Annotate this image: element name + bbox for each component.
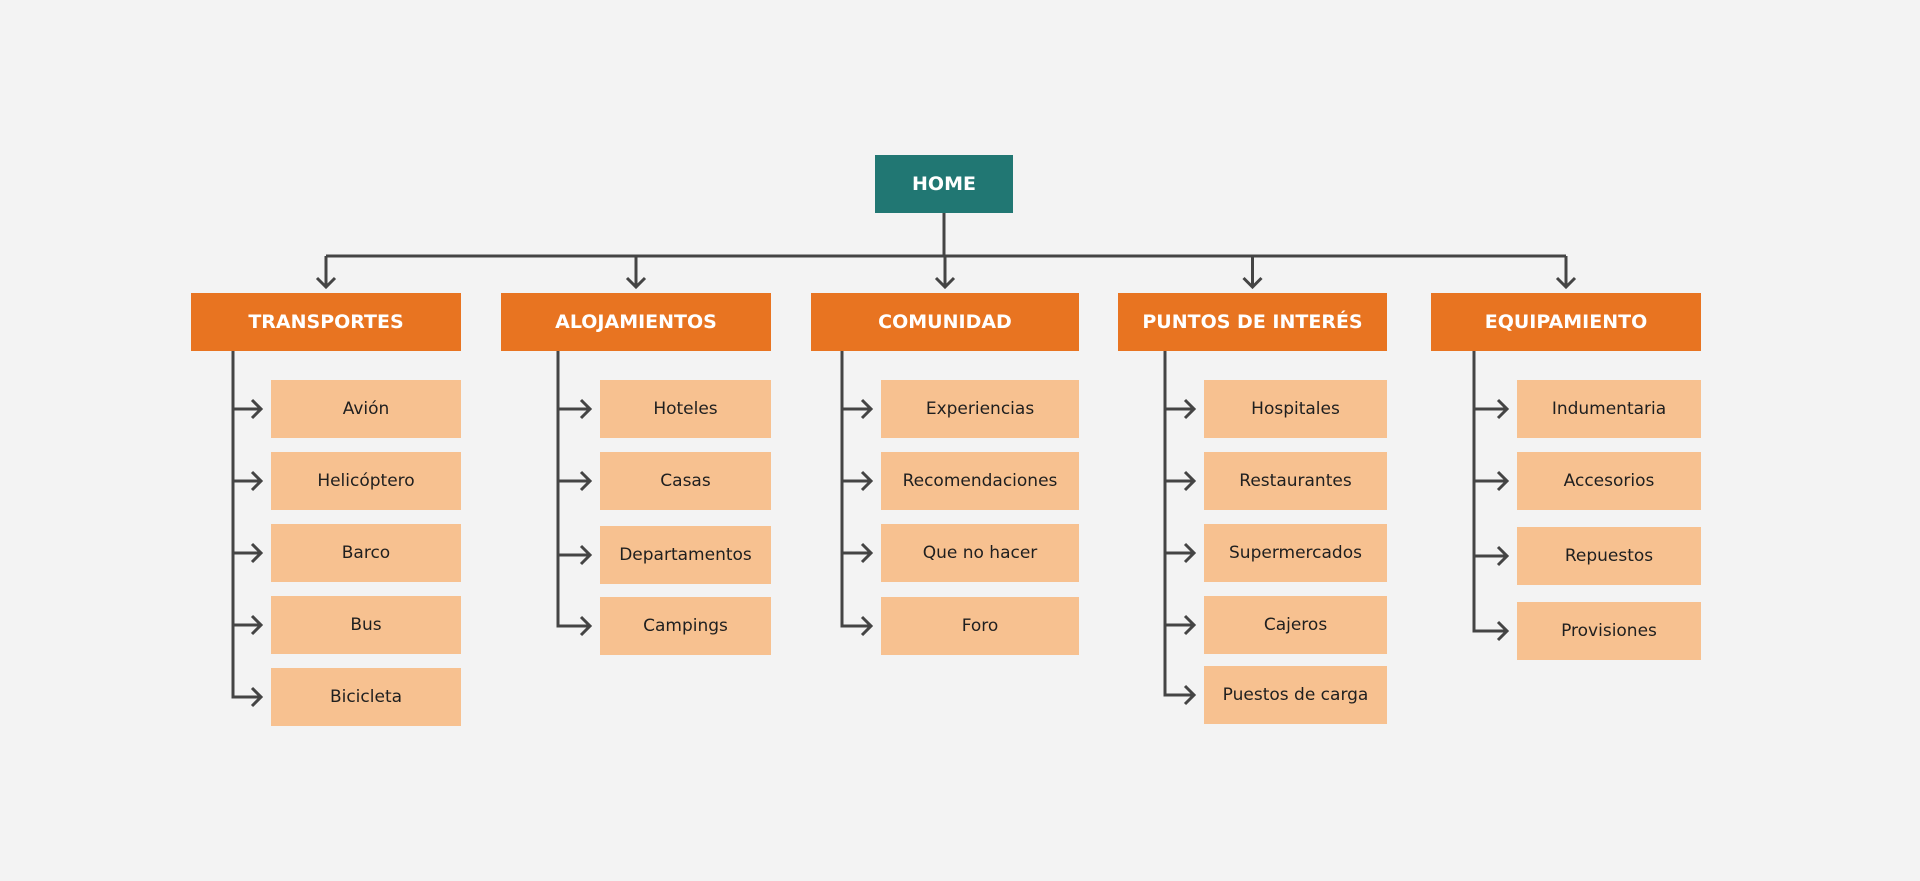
branch-arrow-icon [860, 542, 874, 564]
item-provisiones[interactable]: Provisiones [1517, 602, 1701, 660]
branch-arrow-icon [1496, 620, 1510, 642]
branch-arrow-icon [1183, 398, 1197, 420]
item-hospitales[interactable]: Hospitales [1204, 380, 1387, 438]
item-recomendaciones[interactable]: Recomendaciones [881, 452, 1079, 510]
branch-arrow-icon [250, 686, 264, 708]
branch-arrow-icon [1496, 398, 1510, 420]
branch-arrow-icon [579, 615, 593, 637]
item-barco[interactable]: Barco [271, 524, 461, 582]
item-hoteles[interactable]: Hoteles [600, 380, 771, 438]
branch-arrow-icon [1496, 470, 1510, 492]
item-repuestos[interactable]: Repuestos [1517, 527, 1701, 585]
category-arrow-icon [1555, 276, 1577, 290]
branch-arrow-icon [250, 614, 264, 636]
branch-arrow-icon [1183, 684, 1197, 706]
item-avion[interactable]: Avión [271, 380, 461, 438]
branch-arrow-icon [579, 398, 593, 420]
branch-arrow-icon [250, 470, 264, 492]
branch-arrow-icon [250, 542, 264, 564]
item-que-no-hacer[interactable]: Que no hacer [881, 524, 1079, 582]
item-puestos-de-carga[interactable]: Puestos de carga [1204, 666, 1387, 724]
branch-arrow-icon [1496, 545, 1510, 567]
category-arrow-icon [1242, 276, 1263, 290]
branch-arrow-icon [579, 470, 593, 492]
branch-arrow-icon [250, 398, 264, 420]
branch-arrow-icon [860, 398, 874, 420]
branch-arrow-icon [1183, 614, 1197, 636]
category-equipamiento[interactable]: EQUIPAMIENTO [1431, 293, 1701, 351]
item-casas[interactable]: Casas [600, 452, 771, 510]
item-restaurantes[interactable]: Restaurantes [1204, 452, 1387, 510]
item-bus[interactable]: Bus [271, 596, 461, 654]
item-cajeros[interactable]: Cajeros [1204, 596, 1387, 654]
item-indumentaria[interactable]: Indumentaria [1517, 380, 1701, 438]
item-helicoptero[interactable]: Helicóptero [271, 452, 461, 510]
item-accesorios[interactable]: Accesorios [1517, 452, 1701, 510]
item-supermercados[interactable]: Supermercados [1204, 524, 1387, 582]
category-comunidad[interactable]: COMUNIDAD [811, 293, 1079, 351]
branch-arrow-icon [860, 615, 874, 637]
item-foro[interactable]: Foro [881, 597, 1079, 655]
item-departamentos[interactable]: Departamentos [600, 526, 771, 584]
category-puntos-de-interes[interactable]: PUNTOS DE INTERÉS [1118, 293, 1387, 351]
item-experiencias[interactable]: Experiencias [881, 380, 1079, 438]
item-campings[interactable]: Campings [600, 597, 771, 655]
branch-arrow-icon [1183, 470, 1197, 492]
home-node[interactable]: HOME [875, 155, 1013, 213]
item-bicicleta[interactable]: Bicicleta [271, 668, 461, 726]
category-transportes[interactable]: TRANSPORTES [191, 293, 461, 351]
category-alojamientos[interactable]: ALOJAMIENTOS [501, 293, 771, 351]
branch-arrow-icon [860, 470, 874, 492]
category-arrow-icon [934, 276, 956, 290]
category-arrow-icon [625, 276, 647, 290]
branch-arrow-icon [579, 544, 593, 566]
branch-arrow-icon [1183, 542, 1197, 564]
category-arrow-icon [315, 276, 337, 290]
